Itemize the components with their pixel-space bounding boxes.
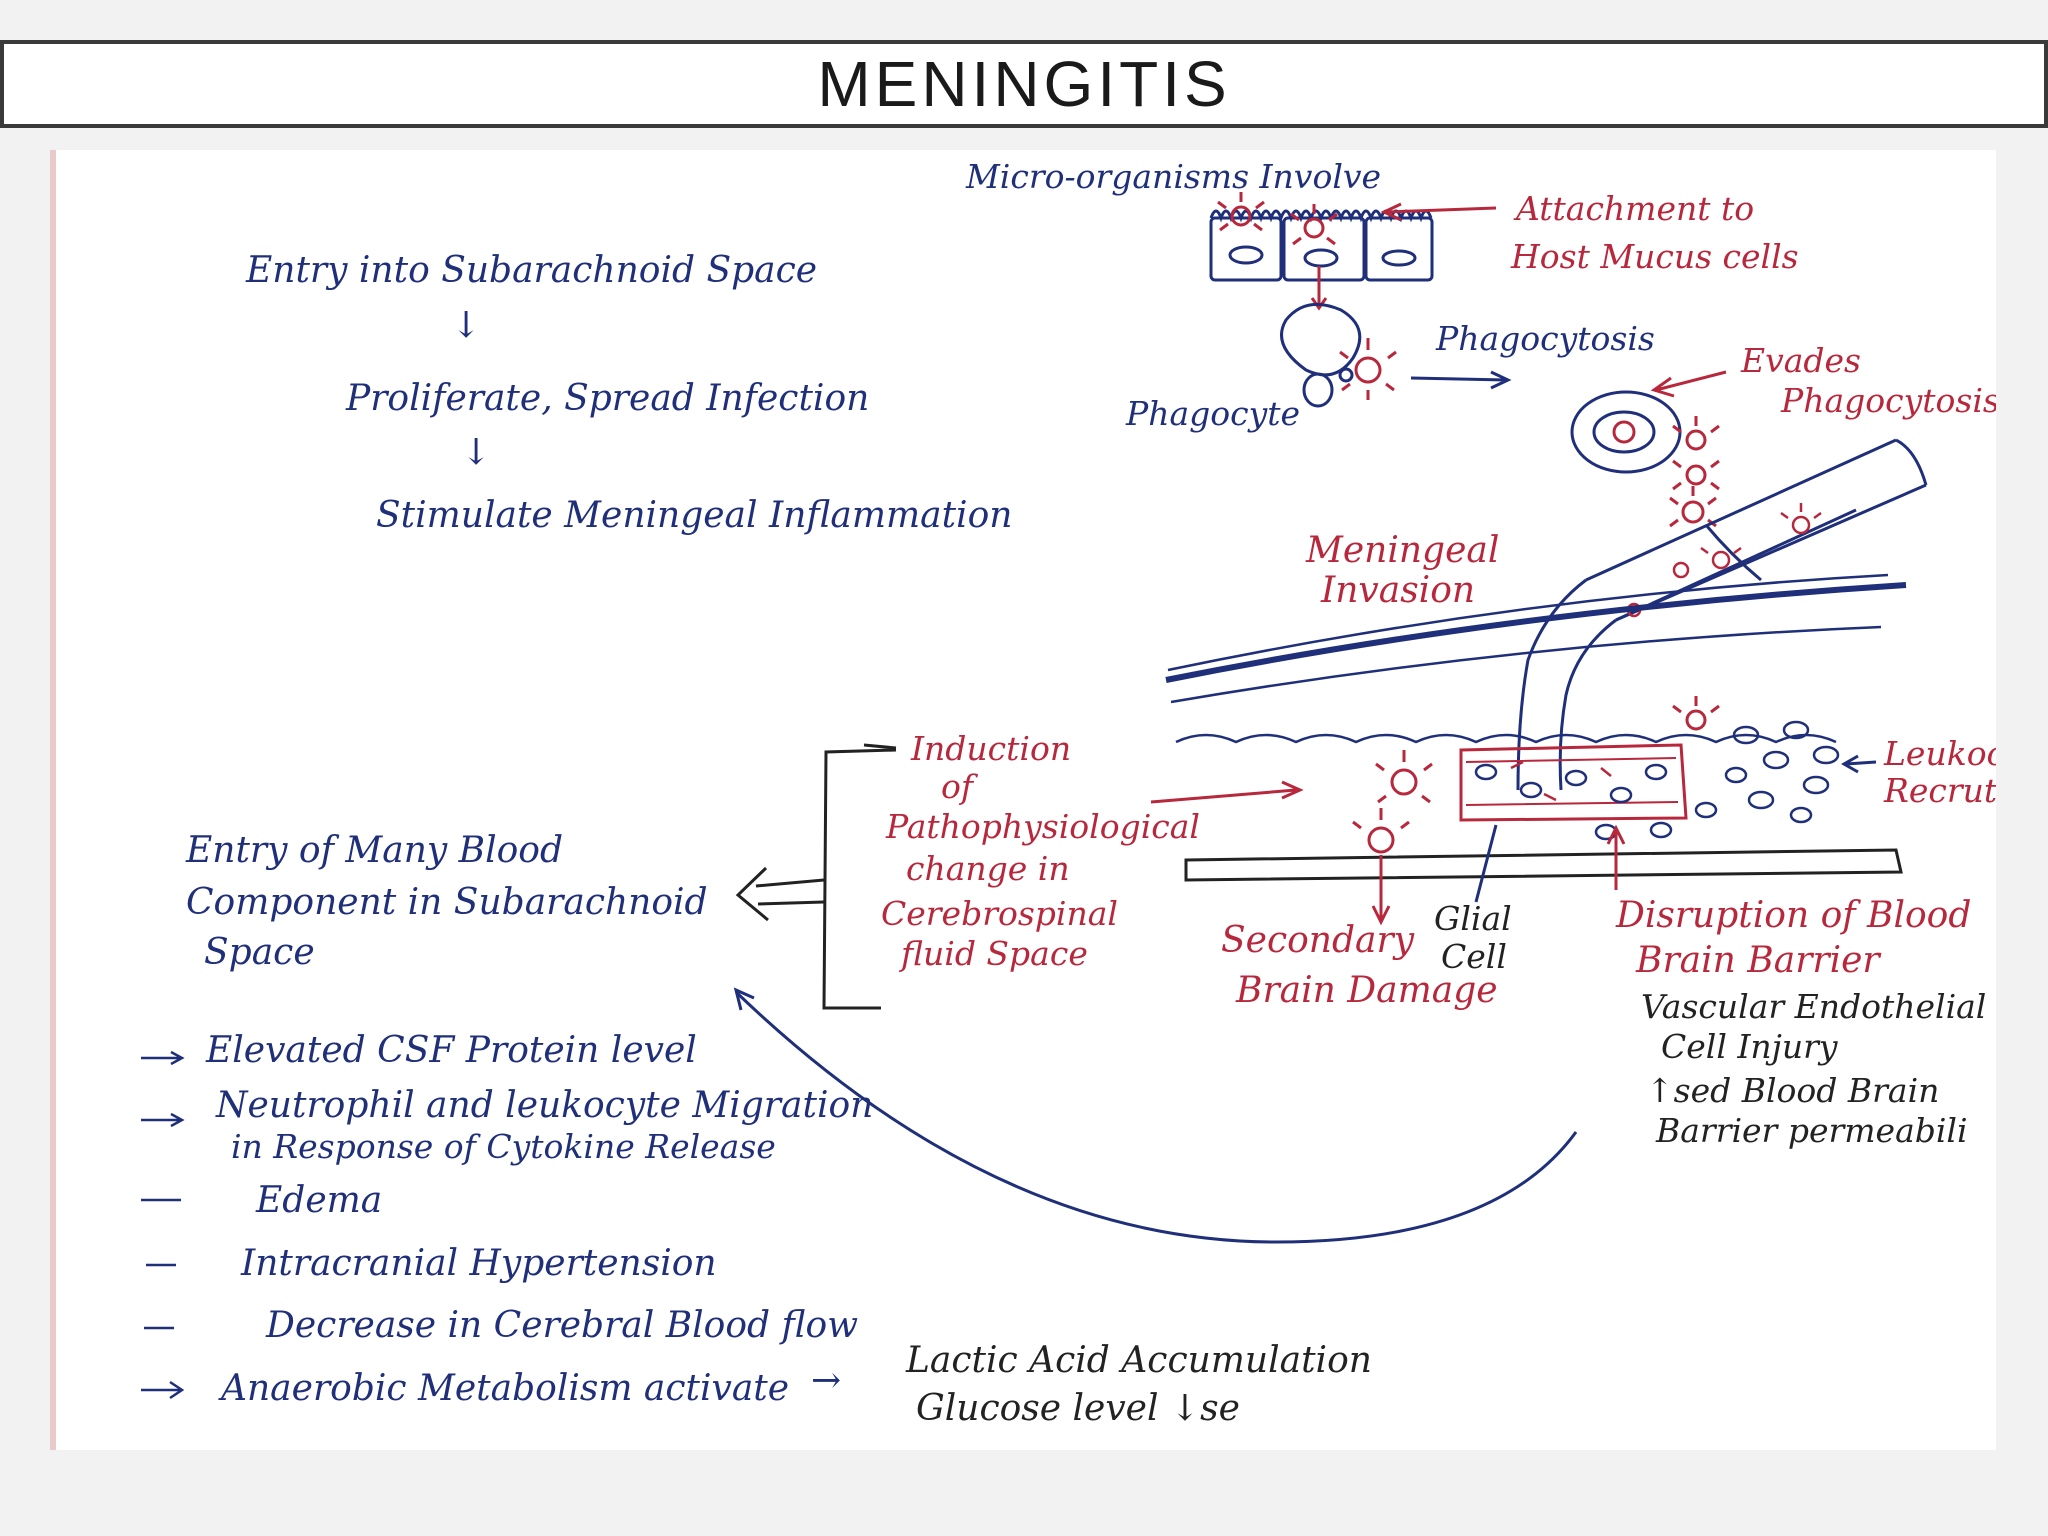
induction-to-tissue-arrow [1150,780,1304,804]
flow-stimulate-text: Stimulate Meningeal Inflammation [376,495,1013,536]
blood-vessel-drawing [1516,438,1928,791]
leukocyte-recruitment-label-2: Recrutm [1884,771,1996,810]
induction-line-1: Induction [911,729,1072,768]
meningeal-invasion-label-2: Invasion [1321,570,1476,611]
title-bar: MENINGITIS [0,40,2048,128]
vascular-injury-label-2: Cell Injury [1661,1027,1838,1066]
engulfed-bacterium-cell [1570,390,1682,474]
entry-blood-line-2: Component in Subarachnoid [186,882,708,923]
secondary-damage-label-1: Secondary [1221,920,1415,961]
evades-label-2: Phagocytosis [1781,381,1996,420]
disruption-label-1: Disruption of Blood [1616,895,1972,936]
leukocytes [1594,720,1840,841]
microorganisms-label: Micro-organisms Involve [966,157,1382,196]
bacterium-free [1339,338,1397,400]
induction-line-3: Pathophysiological [886,807,1200,846]
evades-label-1: Evades [1741,341,1861,380]
induction-line-5: Cerebrospinal [881,894,1118,933]
induction-line-6: fluid Space [901,934,1088,973]
attachment-label-2: Host Mucus cells [1511,237,1799,276]
disruption-label-2: Brain Barrier [1636,940,1880,981]
double-arrow-to-entry [735,866,825,922]
flow-arrow-2: ↓ [461,432,492,473]
effect-neutrophil-migration-1: Neutrophil and leukocyte Migration [216,1085,874,1126]
metabolism-result-arrow: → [811,1360,842,1401]
phagocyte-drawing [1280,302,1362,408]
induction-bracket [822,743,897,1010]
lactic-acid-label: Lactic Acid Accumulation [906,1340,1372,1381]
glucose-level-label: Glucose level ↓se [916,1388,1240,1429]
effect-bullets [141,1050,185,1400]
notebook-sheet: Entry into Subarachnoid Space ↓ Prolifer… [56,150,1996,1450]
leukocyte-arrow [1840,754,1877,774]
attachment-label-1: Attachment to [1516,189,1755,228]
secondary-damage-arrow [1371,855,1391,926]
vascular-injury-label-1: Vascular Endothelial [1641,987,1987,1026]
entry-blood-line-3: Space [204,932,315,973]
meningeal-invasion-label-1: Meningeal [1306,530,1500,571]
phagocytosis-arrow [1410,370,1512,390]
effect-anaerobic-metabolism: Anaerobic Metabolism activate [221,1368,790,1409]
glial-pointer [1474,824,1498,903]
increased-permeability-label-2: Barrier permeabili [1656,1111,1968,1150]
induction-line-4: change in [906,849,1070,888]
leukocyte-recruitment-label-1: Leukocy [1884,734,1996,773]
induction-line-2: of [941,767,974,806]
effect-neutrophil-migration-2: in Response of Cytokine Release [231,1127,776,1166]
glial-cell-label-2: Cell [1441,937,1507,976]
entry-blood-line-1: Entry of Many Blood [186,830,564,871]
secondary-damage-label-2: Brain Damage [1236,970,1498,1011]
effect-edema: Edema [256,1180,383,1221]
effect-decreased-blood-flow: Decrease in Cerebral Blood flow [266,1305,859,1346]
bacteria-path [1704,524,1762,582]
meninges-layers [1165,573,1907,882]
evades-arrow [1650,370,1727,398]
page-title: MENINGITIS [817,48,1231,120]
phagocyte-label: Phagocyte [1126,394,1301,433]
tissue-bacteria [1352,696,1720,854]
increased-permeability-label-1: ↑sed Blood Brain [1646,1071,1940,1110]
effect-elevated-csf: Elevated CSF Protein level [206,1030,697,1071]
flow-arrow-1: ↓ [451,305,482,346]
attachment-arrow [1380,202,1497,222]
phagocytosis-label: Phagocytosis [1436,319,1655,358]
bacteria-on-cells [1217,192,1338,311]
disruption-arrow [1606,824,1626,890]
inflamed-tissue [1459,743,1688,822]
flow-proliferate-text: Proliferate, Spread Infection [346,378,870,419]
glial-cell-label-1: Glial [1434,899,1512,938]
hand-drawn-diagram [141,192,1928,1400]
return-curve-arrow [733,987,1578,1244]
flow-entry-text: Entry into Subarachnoid Space [246,250,818,291]
escaping-bacteria [1669,416,1720,528]
effect-intracranial-hypertension: Intracranial Hypertension [241,1243,717,1284]
